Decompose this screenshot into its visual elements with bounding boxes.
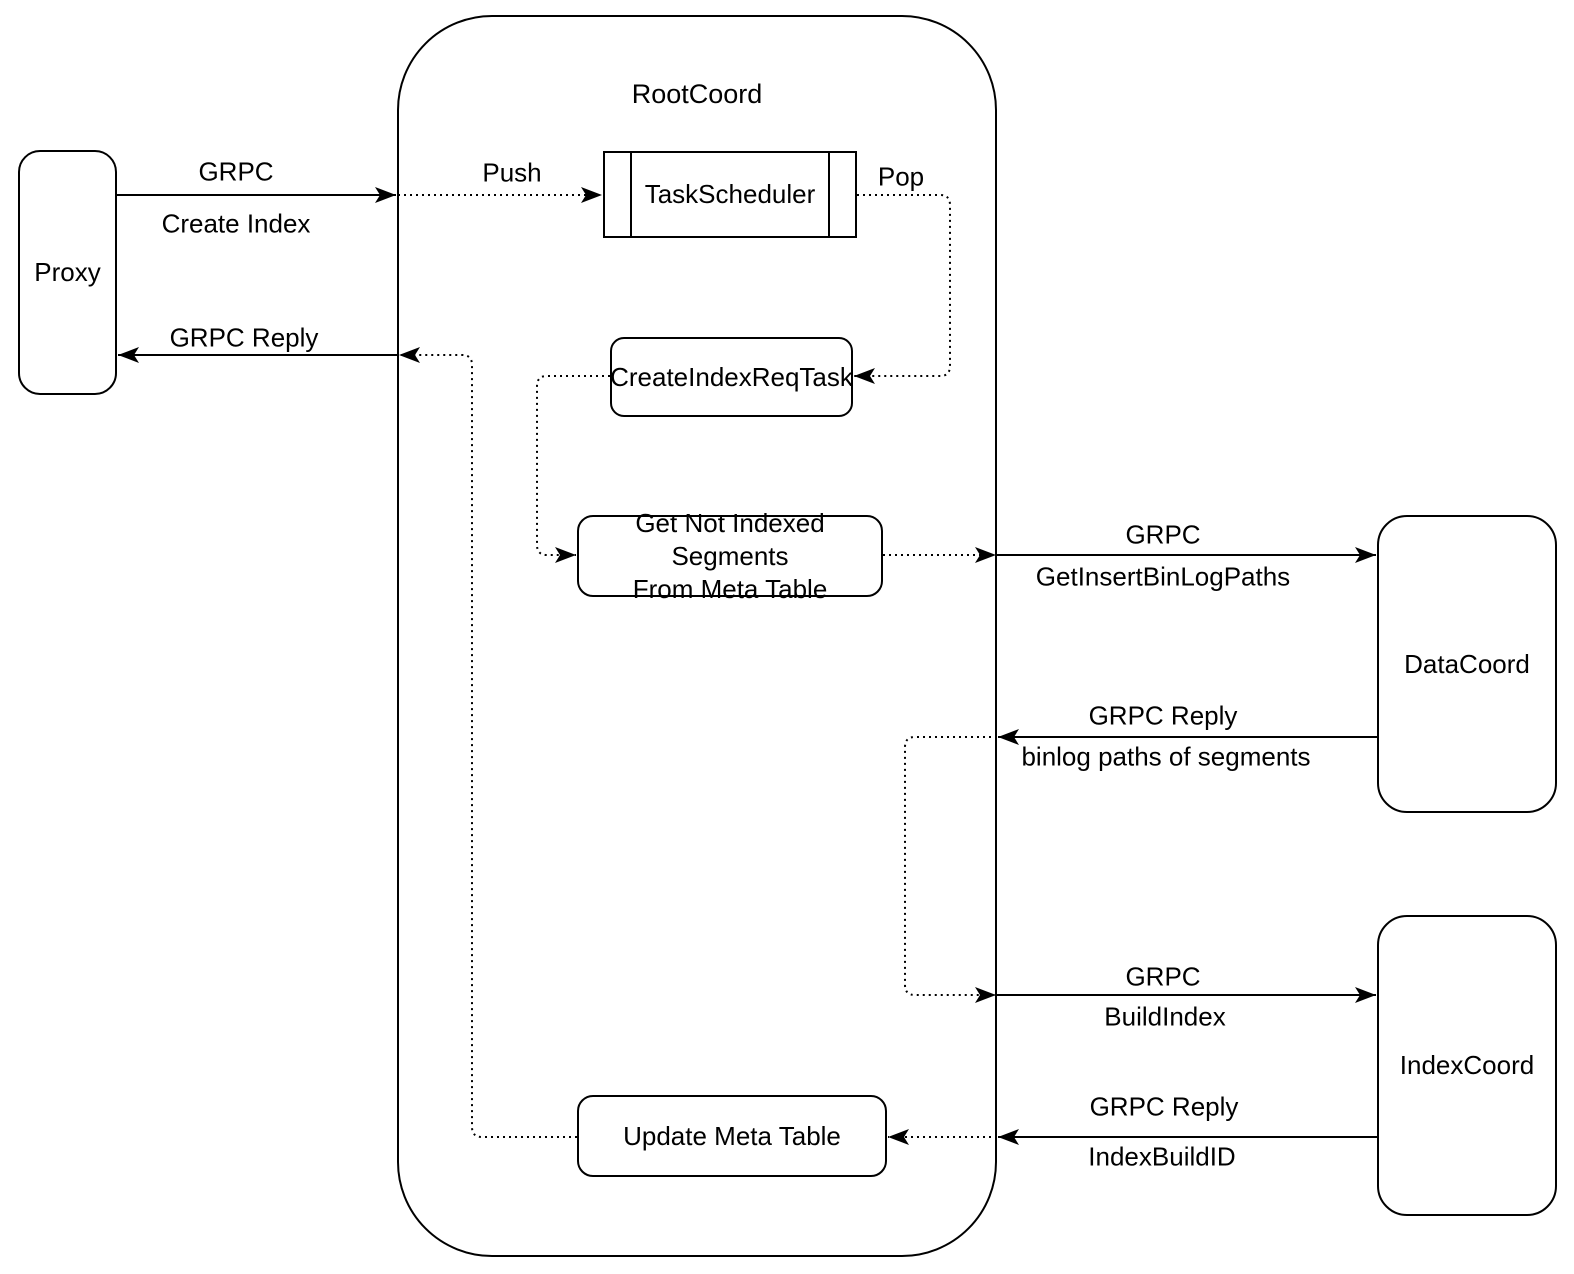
grpc-create-index-label: GRPC: [198, 156, 274, 187]
grpc-reply-proxy-label: GRPC Reply: [169, 322, 319, 353]
taskscheduler-compartment-line-left: [630, 153, 632, 236]
buildindex-sublabel: BuildIndex: [1104, 1001, 1226, 1032]
grpc-reply-indexbuildid-label: GRPC Reply: [1089, 1091, 1239, 1122]
proxy-label: Proxy: [34, 257, 101, 287]
update-meta-table-label: Update Meta Table: [623, 1120, 841, 1151]
update-meta-table-node: Update Meta Table: [577, 1095, 887, 1177]
edge-updatemeta-to-reply: [399, 347, 577, 1138]
create-index-req-task-label: CreateIndexReqTask: [610, 361, 853, 392]
get-not-indexed-segments-line2: From Meta Table: [632, 573, 828, 604]
getinsertbinlogpaths-sublabel: GetInsertBinLogPaths: [1035, 561, 1291, 592]
grpc-reply-binlog-label: GRPC Reply: [1088, 700, 1238, 731]
rootcoord-title: RootCoord: [631, 79, 763, 109]
edge-pop: [854, 194, 951, 384]
pop-label: Pop: [877, 161, 925, 192]
push-label: Push: [482, 157, 542, 188]
datacoord-label: DataCoord: [1404, 648, 1530, 679]
get-not-indexed-segments-label: Get Not Indexed Segments From Meta Table: [579, 507, 881, 606]
edge-binlog-loop: [904, 736, 997, 1003]
taskscheduler-compartment-line-right: [828, 153, 830, 236]
indexbuildid-sublabel: IndexBuildID: [1088, 1141, 1236, 1172]
create-index-req-task-node: CreateIndexReqTask: [610, 337, 853, 417]
edge-task-to-segments: [536, 375, 610, 563]
grpc-buildindex-label: GRPC: [1125, 961, 1201, 992]
get-not-indexed-segments-line1: Get Not Indexed Segments: [635, 507, 825, 571]
proxy-node: Proxy: [18, 150, 117, 395]
indexcoord-node: IndexCoord: [1377, 915, 1557, 1216]
taskscheduler-label: TaskScheduler: [644, 179, 816, 209]
get-not-indexed-segments-node: Get Not Indexed Segments From Meta Table: [577, 508, 883, 604]
datacoord-node: DataCoord: [1377, 515, 1557, 813]
binlog-paths-sublabel: binlog paths of segments: [1021, 741, 1311, 772]
grpc-getinsert-label: GRPC: [1125, 519, 1201, 550]
taskscheduler-node: TaskScheduler: [603, 151, 857, 238]
indexcoord-label: IndexCoord: [1399, 1050, 1535, 1080]
create-index-sublabel: Create Index: [161, 208, 311, 239]
